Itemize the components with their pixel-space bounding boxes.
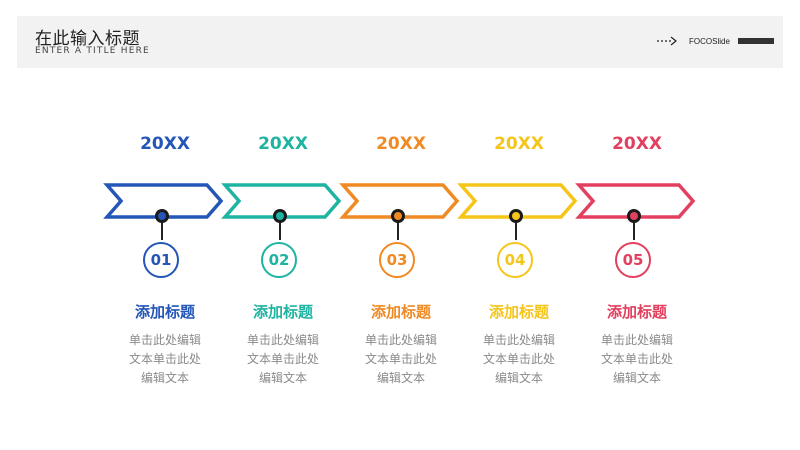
- step-description: 单击此处编辑 文本单击此处 编辑文本: [353, 331, 449, 388]
- step-year: 20XX: [376, 134, 426, 154]
- step-description-line: 单击此处编辑: [482, 333, 555, 347]
- step-description-line: 编辑文本: [494, 371, 543, 385]
- step-description-line: 文本单击此处: [128, 352, 201, 366]
- step-number-badge: 05: [615, 242, 651, 278]
- step-heading: 添加标题: [370, 303, 431, 321]
- timeline-step-5: 20XX 05 添加标题 单击此处编辑 文本单击此处 编辑文本: [575, 0, 697, 450]
- step-year: 20XX: [494, 134, 544, 154]
- step-year: 20XX: [140, 134, 190, 154]
- step-heading: 添加标题: [606, 303, 667, 321]
- page-subtitle: ENTER A TITLE HERE: [35, 46, 150, 56]
- step-year: 20XX: [258, 134, 308, 154]
- step-description: 单击此处编辑 文本单击此处 编辑文本: [471, 331, 567, 388]
- step-marker-dot: [391, 209, 405, 223]
- step-marker-dot: [509, 209, 523, 223]
- chevron-arrow-icon: [339, 183, 460, 219]
- step-connector: [161, 216, 163, 240]
- chevron-arrow-icon: [221, 183, 342, 219]
- step-number: 04: [504, 251, 526, 269]
- page-title: 在此输入标题: [35, 29, 140, 49]
- step-description: 单击此处编辑 文本单击此处 编辑文本: [235, 331, 331, 388]
- step-number: 02: [268, 251, 290, 269]
- step-description-line: 文本单击此处: [364, 352, 437, 366]
- step-description-line: 文本单击此处: [246, 352, 319, 366]
- step-description-line: 编辑文本: [258, 371, 307, 385]
- step-description: 单击此处编辑 文本单击此处 编辑文本: [117, 331, 213, 388]
- chevron-arrow-icon: [103, 183, 224, 219]
- step-description-line: 编辑文本: [376, 371, 425, 385]
- step-number-badge: 04: [497, 242, 533, 278]
- step-number: 01: [150, 251, 172, 269]
- brand: FOCOSlide: [657, 34, 774, 48]
- step-description-line: 文本单击此处: [482, 352, 555, 366]
- step-heading: 添加标题: [134, 303, 195, 321]
- step-description-line: 编辑文本: [140, 371, 189, 385]
- step-connector: [515, 216, 517, 240]
- step-marker-dot: [155, 209, 169, 223]
- step-number-badge: 02: [261, 242, 297, 278]
- brand-name: FOCOSlide: [689, 36, 730, 46]
- step-description-line: 编辑文本: [612, 371, 661, 385]
- step-heading: 添加标题: [252, 303, 313, 321]
- step-number-badge: 03: [379, 242, 415, 278]
- header-bar: 在此输入标题 ENTER A TITLE HERE FOCOSlide: [17, 16, 783, 68]
- timeline-step-4: 20XX 04 添加标题 单击此处编辑 文本单击此处 编辑文本: [457, 0, 579, 450]
- step-description-line: 单击此处编辑: [246, 333, 319, 347]
- step-description-line: 单击此处编辑: [364, 333, 437, 347]
- step-description: 单击此处编辑 文本单击此处 编辑文本: [589, 331, 685, 388]
- brand-bar: [737, 38, 774, 44]
- step-marker-dot: [627, 209, 641, 223]
- dotted-arrow-icon: [657, 36, 677, 46]
- step-heading: 添加标题: [488, 303, 549, 321]
- step-number: 05: [622, 251, 644, 269]
- timeline-step-3: 20XX 03 添加标题 单击此处编辑 文本单击此处 编辑文本: [339, 0, 461, 450]
- step-number: 03: [386, 251, 408, 269]
- step-description-line: 单击此处编辑: [128, 333, 201, 347]
- step-connector: [633, 216, 635, 240]
- step-marker-dot: [273, 209, 287, 223]
- step-description-line: 单击此处编辑: [600, 333, 673, 347]
- chevron-arrow-icon: [575, 183, 696, 219]
- step-number-badge: 01: [143, 242, 179, 278]
- step-year: 20XX: [612, 134, 662, 154]
- timeline-step-2: 20XX 02 添加标题 单击此处编辑 文本单击此处 编辑文本: [221, 0, 343, 450]
- step-connector: [279, 216, 281, 240]
- step-description-line: 文本单击此处: [600, 352, 673, 366]
- step-connector: [397, 216, 399, 240]
- timeline-step-1: 20XX 01 添加标题 单击此处编辑 文本单击此处 编辑文本: [103, 0, 225, 450]
- chevron-arrow-icon: [457, 183, 578, 219]
